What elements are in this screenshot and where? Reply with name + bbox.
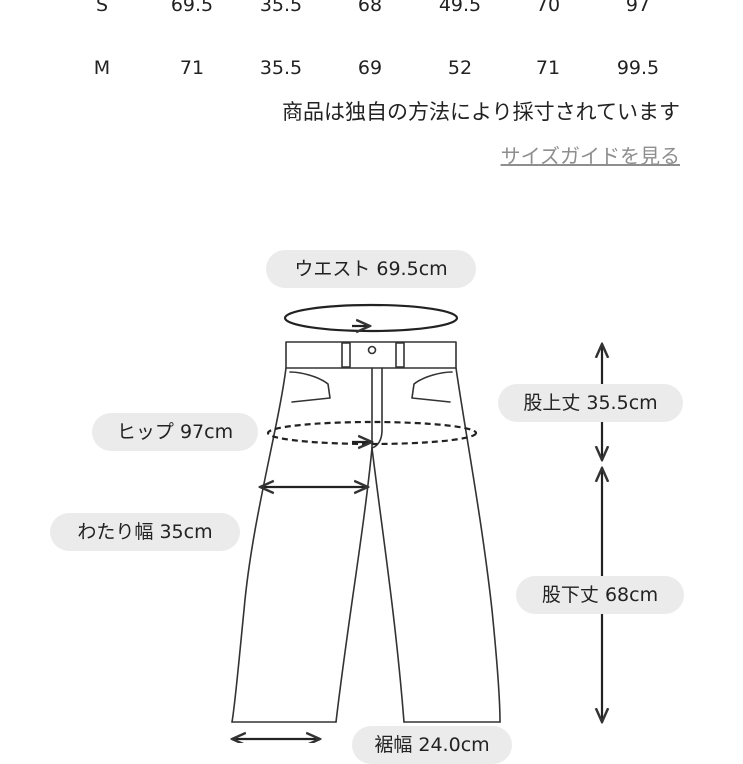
- size-row-s: S 69.5 35.5 68 49.5 70 97: [0, 0, 743, 20]
- size-label: M: [93, 57, 111, 79]
- table-cell: 97: [625, 0, 651, 16]
- table-cell: 70: [535, 0, 561, 16]
- measurement-note: 商品は独自の方法により採寸されています: [282, 100, 680, 124]
- inseam-label: 股下丈 68cm: [516, 576, 684, 614]
- table-cell: 49.5: [438, 0, 482, 16]
- table-cell: 35.5: [259, 57, 303, 79]
- measure-marks: [232, 303, 602, 739]
- table-cell: 35.5: [259, 0, 303, 16]
- table-cell: 71: [535, 57, 561, 79]
- table-cell: 69: [357, 57, 383, 79]
- pants-outline: [231, 341, 501, 723]
- table-cell: 99.5: [616, 57, 660, 79]
- size-label: S: [95, 0, 109, 16]
- hip-label: ヒップ 97cm: [92, 413, 258, 451]
- pants-diagram: [0, 303, 743, 743]
- hem-label: 裾幅 24.0cm: [352, 726, 512, 764]
- thigh-label: わたり幅 35cm: [50, 513, 240, 551]
- table-cell: 52: [447, 57, 473, 79]
- table-cell: 69.5: [170, 0, 214, 16]
- table-cell: 71: [179, 57, 205, 79]
- waist-label: ウエスト 69.5cm: [266, 250, 476, 288]
- rise-label: 股上丈 35.5cm: [498, 384, 683, 422]
- table-cell: 68: [357, 0, 383, 16]
- size-guide-link[interactable]: サイズガイドを見る: [500, 144, 680, 168]
- size-row-m: M 71 35.5 69 52 71 99.5: [0, 53, 743, 83]
